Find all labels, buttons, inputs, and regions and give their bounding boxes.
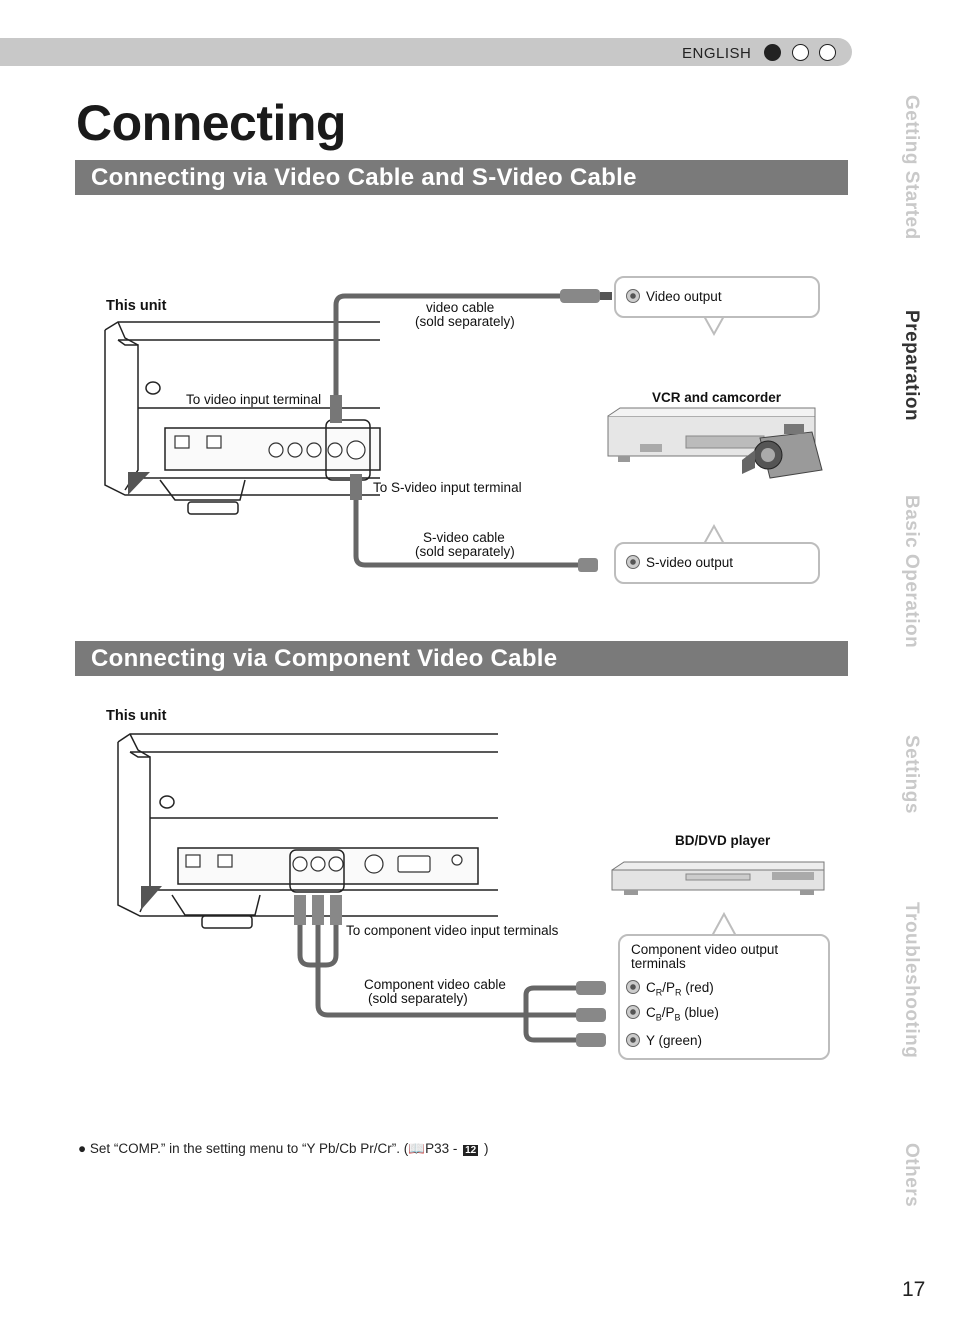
- header-bar: [0, 38, 852, 66]
- step-badge: 12: [463, 1145, 479, 1156]
- svideo-cable-label: S-video cable: [423, 530, 505, 545]
- bd-dvd-player: [611, 861, 825, 895]
- page-indicator-dot-filled: [764, 44, 781, 61]
- component-cable-label: Component video cable: [364, 977, 506, 992]
- svideo-output-bubble: [614, 542, 820, 584]
- rca-jack-icon: [626, 289, 640, 303]
- video-input-label: To video input terminal: [186, 392, 322, 407]
- svideo-jack-icon: [626, 555, 640, 569]
- cr-pr-label: CR/PR (red): [626, 980, 714, 998]
- section-heading-component: Connecting via Component Video Cable: [75, 641, 848, 676]
- page-indicator-dot: [819, 44, 836, 61]
- tab-getting-started[interactable]: Getting Started: [901, 95, 922, 240]
- svideo-output-label: S-video output: [626, 555, 733, 570]
- vcr-label: VCR and camcorder: [652, 390, 782, 405]
- page-title: Connecting: [76, 95, 346, 151]
- component-cable-note: (sold separately): [368, 991, 468, 1006]
- setting-note: ● Set “COMP.” in the setting menu to “Y …: [78, 1141, 489, 1156]
- tab-settings[interactable]: Settings: [901, 735, 922, 814]
- tab-others[interactable]: Others: [901, 1143, 922, 1208]
- video-output-bubble: [614, 276, 820, 318]
- tab-basic-operation[interactable]: Basic Operation: [901, 495, 922, 649]
- bd-player-label: BD/DVD player: [675, 833, 771, 848]
- camcorder-device: [742, 424, 823, 479]
- svideo-input-label: To S-video input terminal: [373, 480, 522, 495]
- page-number: 17: [902, 1278, 926, 1301]
- page-indicator-dot: [792, 44, 809, 61]
- language-label: ENGLISH: [682, 45, 752, 62]
- video-cable-label: video cable: [426, 300, 495, 315]
- cb-pb-label: CB/PB (blue): [626, 1005, 719, 1023]
- video-cable-note: (sold separately): [415, 314, 515, 329]
- connection-diagrams: [104, 289, 825, 1047]
- rca-jack-icon: [626, 1005, 640, 1019]
- component-output-title: Component video output: [631, 942, 779, 957]
- video-output-label: Video output: [626, 289, 722, 304]
- svideo-cable-note: (sold separately): [415, 544, 515, 559]
- y-green-label: Y (green): [626, 1033, 702, 1048]
- this-unit-label: This unit: [106, 298, 167, 314]
- section-heading-video: Connecting via Video Cable and S-Video C…: [75, 160, 848, 195]
- tab-troubleshooting[interactable]: Troubleshooting: [901, 902, 922, 1059]
- component-output-title-2: terminals: [631, 956, 686, 971]
- rca-jack-icon: [626, 980, 640, 994]
- bullet-icon: ●: [78, 1141, 90, 1156]
- tab-preparation[interactable]: Preparation: [901, 310, 922, 422]
- component-output-bubble: [618, 934, 830, 1060]
- rca-jack-icon: [626, 1033, 640, 1047]
- this-unit-label: This unit: [106, 708, 167, 724]
- book-icon: 📖: [408, 1141, 426, 1156]
- component-input-label: To component video input terminals: [346, 923, 559, 938]
- projector-unit-2: [117, 733, 498, 929]
